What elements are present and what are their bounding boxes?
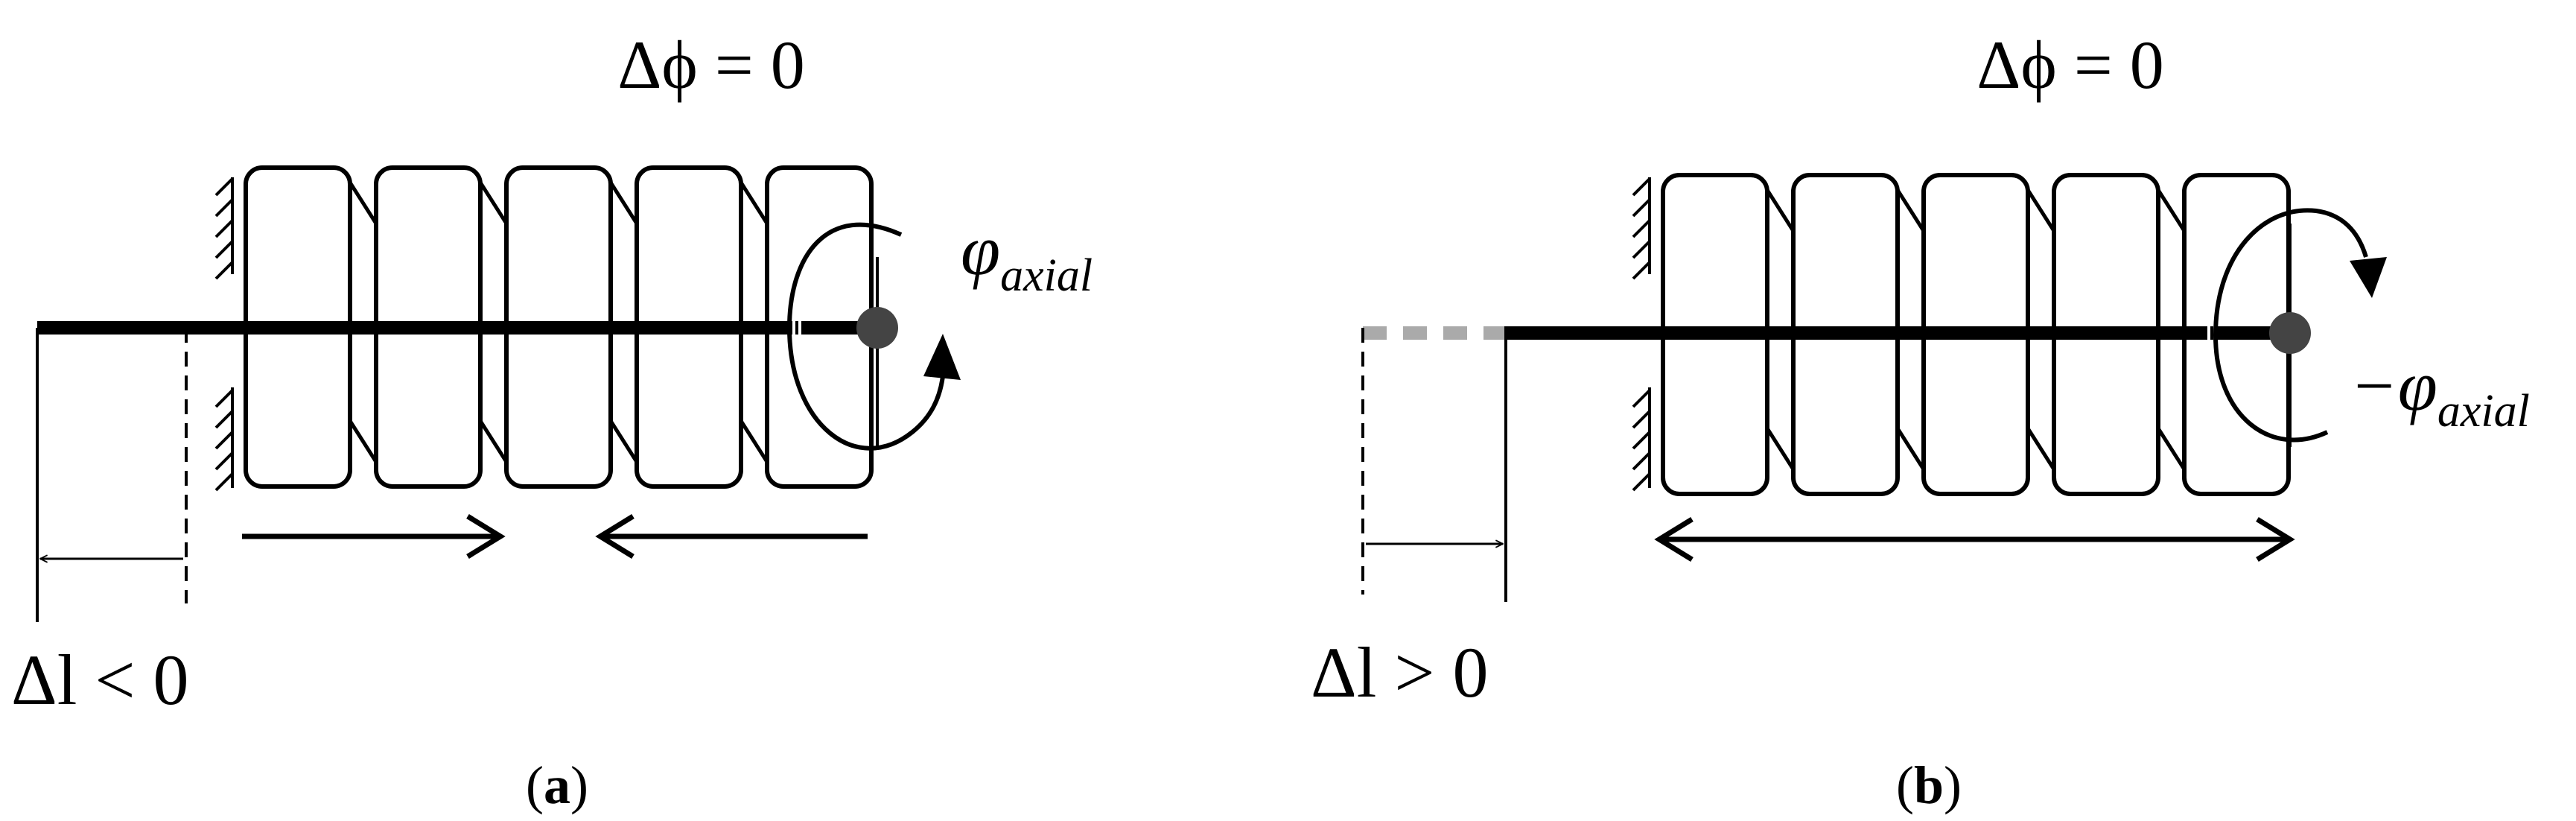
panel-a: Δϕ = 0 [11, 27, 1093, 815]
node-a [856, 307, 898, 349]
phase-label-a: Δϕ = 0 [617, 27, 804, 103]
wall-hatch-b [1632, 177, 1651, 492]
length-label-a: Δl < 0 [11, 640, 189, 720]
arrow-left-head-a [595, 514, 635, 559]
rotation-loop-b [2213, 208, 2368, 443]
caption-a: (a) [526, 755, 588, 815]
phase-label-b: Δϕ = 0 [1976, 27, 2163, 103]
connectors-b [1765, 188, 2187, 471]
node-b [2269, 312, 2311, 354]
arrow-double-right-head-b [2256, 517, 2295, 562]
rotation-arrowhead-b [2350, 257, 2387, 298]
connectors-a [348, 181, 769, 463]
caption-b: (b) [1896, 755, 1962, 815]
panel-b: Δϕ = 0 [1311, 27, 2530, 815]
rotation-arrowhead-a [923, 334, 961, 380]
length-label-b: Δl > 0 [1311, 633, 1489, 712]
arrow-right-head-a [466, 514, 506, 559]
wall-hatch-a [214, 177, 234, 492]
rotation-label-b: −φaxial [2350, 346, 2530, 437]
arrow-double-left-head-b [1654, 517, 1694, 562]
rotation-label-a: φaxial [961, 210, 1093, 301]
rotation-loop-a [786, 222, 945, 451]
